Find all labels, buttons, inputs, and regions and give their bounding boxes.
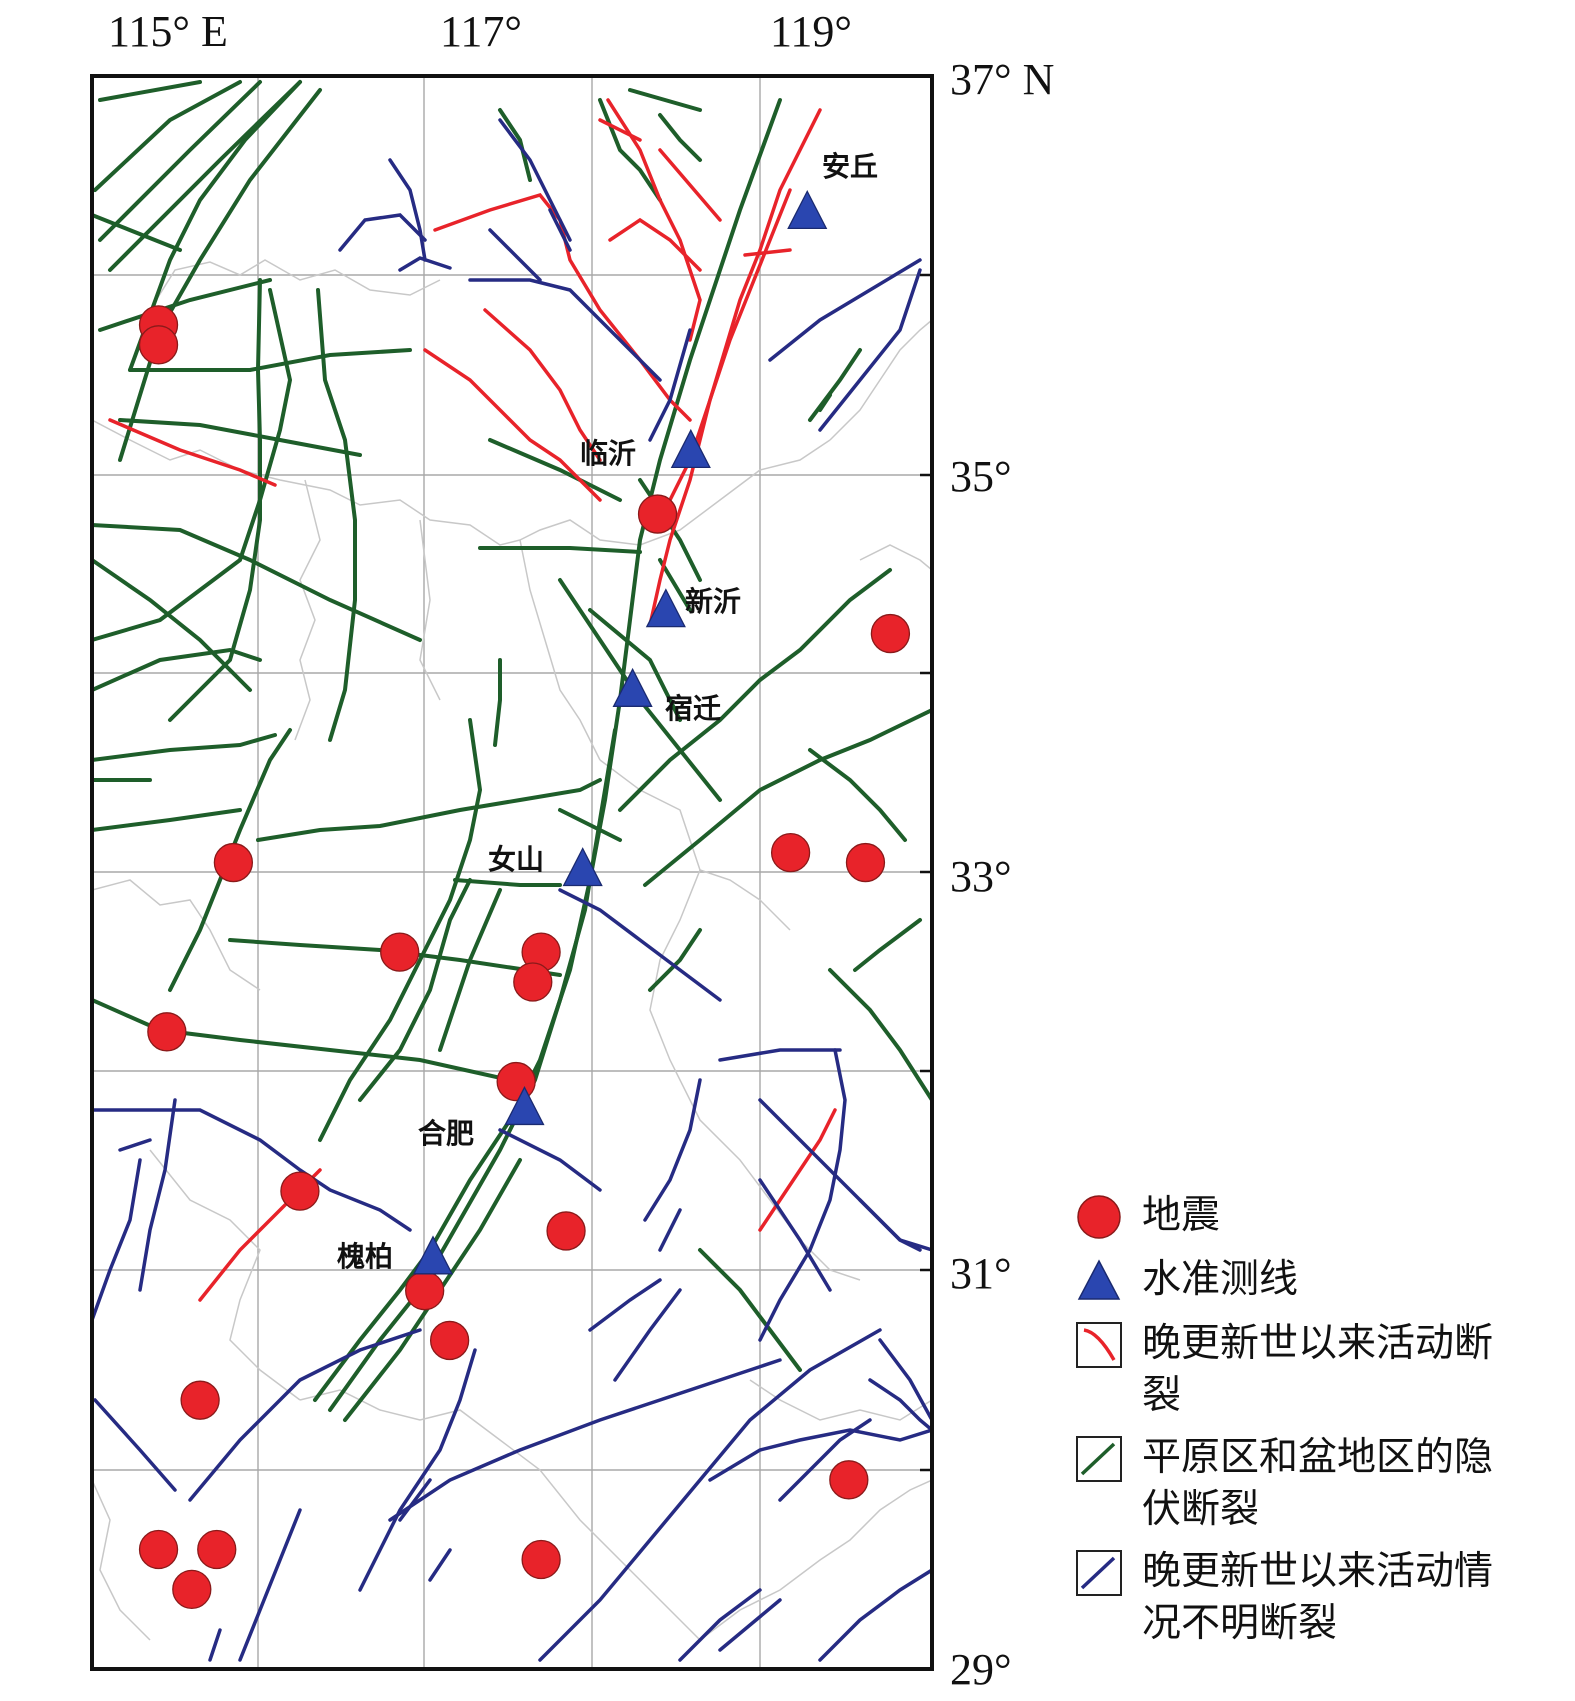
earthquake-marker xyxy=(770,832,811,873)
earthquake-marker xyxy=(521,1539,561,1580)
station-label-xinyi: 新沂 xyxy=(685,585,742,618)
station-label-huaibai: 槐柏 xyxy=(337,1240,394,1273)
lat-label-37: 37° N xyxy=(950,55,1055,104)
station-marker xyxy=(670,428,711,468)
earthquake-marker xyxy=(405,1271,445,1311)
legend-label-buried-fault: 平原区和盆地区的隐伏断裂 xyxy=(1142,1435,1494,1532)
earthquake-marker xyxy=(138,325,179,365)
station-label-anqiu: 安丘 xyxy=(822,150,879,183)
legend: 地震 水准测线 晚更新世以来活动断裂 平原区和盆地区的隐伏断裂 晚更新世以来活动… xyxy=(1070,1190,1550,1660)
earthquake-marker xyxy=(429,1320,470,1361)
earthquake-marker xyxy=(197,1529,237,1570)
legend-label-leveling: 水准测线 xyxy=(1142,1257,1299,1302)
station-marker xyxy=(504,1086,545,1126)
legend-item-leveling: 水准测线 xyxy=(1070,1254,1550,1308)
earthquake-marker xyxy=(380,932,420,972)
legend-item-buried-fault: 平原区和盆地区的隐伏断裂 xyxy=(1070,1432,1550,1536)
earthquake-marker xyxy=(172,1569,212,1609)
earthquake-marker xyxy=(513,962,553,1002)
lat-label-33: 33° xyxy=(950,852,1012,901)
earthquake-marker xyxy=(180,1380,220,1420)
station-label-suqian: 宿迁 xyxy=(665,692,722,725)
station-marker xyxy=(645,588,686,628)
unknown-faults xyxy=(92,118,932,1662)
station-label-nvshan: 女山 xyxy=(488,843,545,876)
legend-label-active-fault: 晚更新世以来活动断裂 xyxy=(1142,1321,1494,1418)
lon-label-119: 119° xyxy=(770,7,852,56)
earthquake-marker xyxy=(138,1529,179,1570)
active-fault-symbol-icon xyxy=(1076,1322,1122,1368)
earthquake-marker xyxy=(829,1460,869,1500)
earthquake-marker xyxy=(546,1211,586,1251)
earthquake-markers xyxy=(138,305,911,1609)
station-label-hefei: 合肥 xyxy=(418,1117,475,1150)
legend-item-active-fault: 晚更新世以来活动断裂 xyxy=(1070,1318,1550,1422)
earthquake-marker xyxy=(280,1171,320,1211)
station-label-linyi: 临沂 xyxy=(580,437,637,470)
triangle-symbol-icon xyxy=(1077,1259,1121,1300)
active-faults xyxy=(108,98,837,1302)
earthquake-marker xyxy=(213,842,254,883)
station-marker xyxy=(562,847,603,887)
province-boundaries xyxy=(92,259,932,1641)
legend-item-earthquake: 地震 xyxy=(1070,1190,1550,1244)
legend-label-earthquake: 地震 xyxy=(1142,1193,1221,1238)
leveling-stations xyxy=(412,189,828,1275)
lon-label-115: 115° E xyxy=(108,7,228,56)
station-marker xyxy=(787,189,828,230)
buried-faults xyxy=(92,80,932,1422)
earthquake-marker xyxy=(637,494,678,534)
earthquake-marker xyxy=(870,613,911,654)
unknown-fault-symbol-icon xyxy=(1076,1550,1122,1596)
earthquake-marker xyxy=(147,1012,187,1052)
lat-label-31: 31° xyxy=(950,1249,1012,1298)
map-body xyxy=(92,76,932,1669)
buried-fault-symbol-icon xyxy=(1076,1436,1122,1482)
station-marker xyxy=(412,1235,454,1275)
legend-label-unknown-fault: 晚更新世以来活动情况不明断裂 xyxy=(1142,1549,1494,1646)
lon-label-117: 117° xyxy=(440,7,522,56)
earthquake-marker xyxy=(845,842,886,883)
lat-label-29: 29° xyxy=(950,1645,1012,1694)
lat-label-35: 35° xyxy=(950,452,1012,501)
earthquake-marker xyxy=(496,1061,536,1102)
earthquake-symbol-icon xyxy=(1077,1195,1121,1239)
legend-item-unknown-fault: 晚更新世以来活动情况不明断裂 xyxy=(1070,1546,1550,1650)
station-marker xyxy=(612,667,653,707)
